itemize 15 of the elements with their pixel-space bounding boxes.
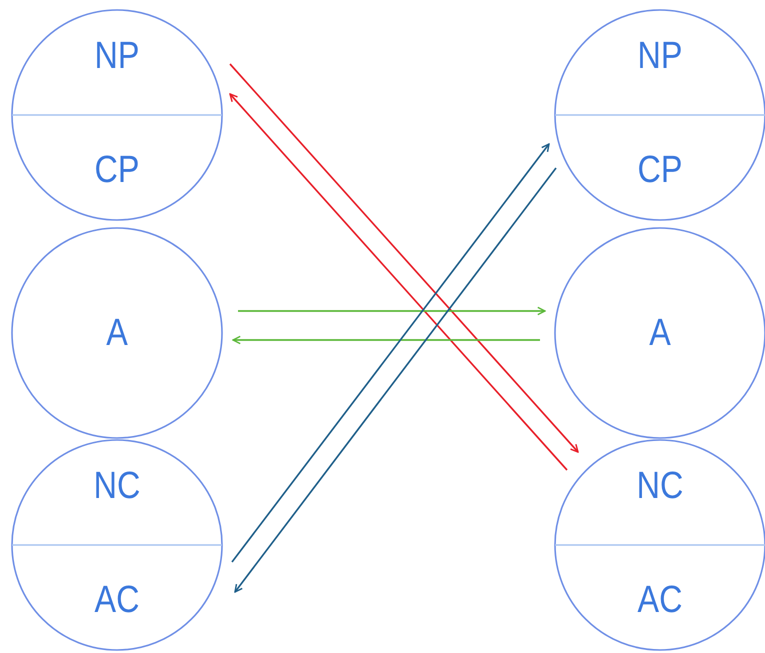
ego-state-label: NC	[92, 464, 142, 508]
arrow	[232, 336, 540, 344]
ego-state-label: A	[648, 311, 672, 355]
ego-state-label: NP	[94, 34, 140, 78]
ego-state-label: NC	[636, 464, 684, 508]
ego-state-label: NP	[636, 34, 684, 78]
ego-state-circle	[11, 439, 223, 651]
arrow	[238, 306, 546, 316]
ego-state-label: AC	[636, 578, 684, 622]
ego-state-label: CP	[636, 148, 684, 192]
ego-state-circle	[11, 227, 223, 439]
ego-state-label: A	[105, 311, 129, 355]
ego-state-circle	[11, 9, 223, 221]
ego-state-label: AC	[94, 578, 140, 622]
ego-state-label: CP	[94, 148, 140, 192]
